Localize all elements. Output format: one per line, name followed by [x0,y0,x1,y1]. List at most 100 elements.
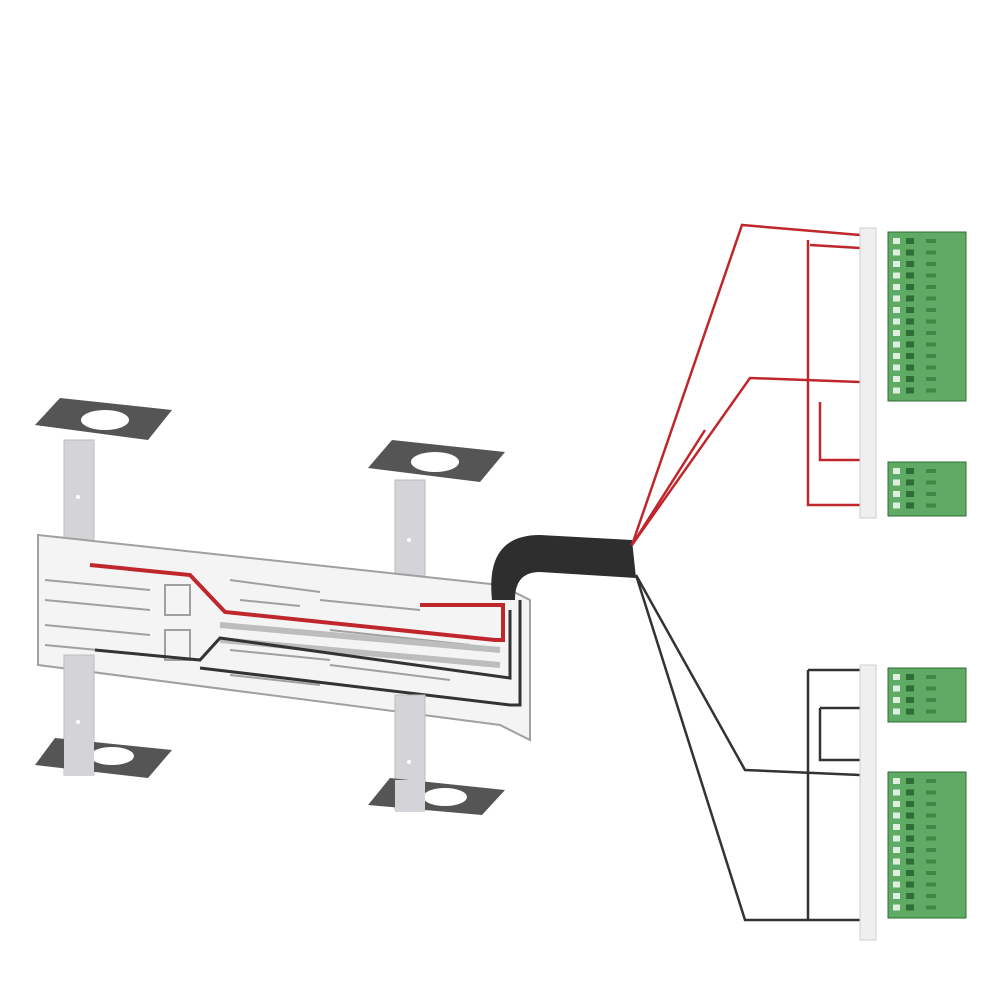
connector-pin [893,353,900,359]
mounting-bracket-bottom-left [35,654,172,778]
connector-screw [926,503,936,508]
connector-pin [893,789,900,796]
connector-pin [893,261,900,267]
connector-pin [893,376,900,382]
connector-screw [906,881,914,888]
connector-screw [926,813,936,818]
connector-screw [926,894,936,898]
connector-screw [906,824,914,830]
connector-screw [906,387,914,394]
connector-screw [926,388,936,393]
connector-screw [906,812,914,819]
connector-screw [926,790,936,795]
connector-screw [906,261,914,267]
connector-pin [893,812,900,819]
connector-pin [893,318,900,325]
connector-screw [926,848,936,852]
terminal-connector [887,771,967,919]
connector-pin [893,479,900,486]
connector-pin [893,238,900,244]
connector-screw [906,904,914,911]
connector-pin [893,685,900,692]
terminal-connector [887,667,967,723]
connector-body [887,771,967,919]
connector-screw [906,789,914,796]
connector-screw [926,285,936,289]
connector-screw [906,778,914,784]
connector-pin [893,284,900,290]
connector-screw [906,708,914,715]
connector-pin [893,468,900,474]
connector-pin [893,341,900,348]
connector-screw [926,871,936,875]
connector-pin [893,249,900,256]
connector-screw [906,330,914,336]
connector-screw [926,239,936,243]
connector-screw [906,685,914,692]
connector-screw [906,835,914,842]
mounting-bracket-bottom-right [368,694,505,815]
connector-screw [906,376,914,382]
connector-screw [926,319,936,324]
connector-pin [893,674,900,680]
connector-pin [893,272,900,279]
connector-screw [906,238,914,244]
connector-screw [906,341,914,348]
connector-pin [893,858,900,865]
connector-pin [893,847,900,853]
connector-screw [906,307,914,313]
connector-screw [926,675,936,679]
connector-screw [906,870,914,876]
connector-screw [926,492,936,496]
connector-screw [906,272,914,279]
red-wire-rail [89,563,505,642]
red-fanout-wires [630,223,861,546]
terminal-connector [887,461,967,517]
connector-screw [906,318,914,325]
connector-screw [906,847,914,853]
connector-screw [906,697,914,703]
connector-screw [906,364,914,371]
connector-pin [893,904,900,911]
connector-screw [926,377,936,381]
connector-screw [906,353,914,359]
connector-screw [926,802,936,806]
connector-screw [906,295,914,302]
connector-screw [926,779,936,783]
black-wire-rail [94,600,522,707]
connector-pin [893,697,900,703]
connector-screw [926,296,936,301]
terminal-connector [887,231,967,402]
connector-pin [893,307,900,313]
connector-screw [906,893,914,899]
connector-screw [926,859,936,864]
connector-screw [926,250,936,255]
connector-screw [906,801,914,807]
connector-pin [893,330,900,336]
connector-pin [893,364,900,371]
connector-screw [906,502,914,509]
connector-pin [893,491,900,497]
cable-sleeve [491,535,636,600]
connector-screw [906,491,914,497]
black-fanout-wires [634,574,861,922]
connector-pin [893,881,900,888]
connector-screw [926,480,936,485]
connector-screw [926,825,936,829]
connector-pin [893,387,900,394]
connector-screw [906,674,914,680]
connector-screw [926,273,936,278]
connector-screw [926,342,936,347]
connector-pin [893,824,900,830]
connector-screw [926,882,936,887]
connector-pin [893,870,900,876]
connector-screw [926,469,936,473]
connector-screw [926,331,936,335]
connector-screw [926,354,936,358]
connector-pin [893,708,900,715]
connector-pin [893,801,900,807]
connector-pin [893,835,900,842]
connector-screw [926,262,936,266]
connector-screw [926,905,936,910]
